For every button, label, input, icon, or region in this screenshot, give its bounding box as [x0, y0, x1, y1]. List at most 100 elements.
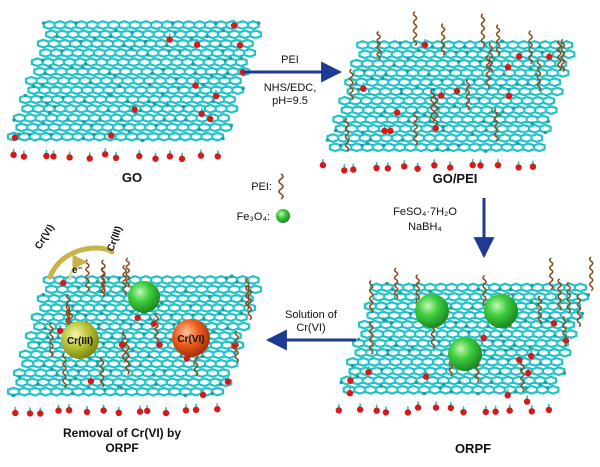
- carbon-atom: [169, 313, 174, 318]
- carbon-atom: [489, 380, 494, 385]
- carbon-atom: [456, 59, 461, 64]
- carbon-atom: [379, 384, 384, 388]
- carbon-atom: [489, 123, 494, 127]
- carbon-atom: [509, 347, 514, 351]
- carbon-atom: [354, 82, 358, 86]
- carbon-atom: [109, 93, 114, 98]
- carbon-atom: [150, 71, 155, 76]
- carbon-atom: [414, 380, 419, 385]
- carbon-atom: [430, 45, 435, 49]
- oxygen-atom: [373, 164, 380, 172]
- carbon-atom: [382, 110, 387, 114]
- carbon-atom: [179, 354, 183, 359]
- oxygen-atom: [182, 407, 190, 414]
- graphene-bonds: [326, 40, 576, 153]
- pei-chain: [537, 295, 543, 325]
- carbon-atom: [498, 287, 502, 292]
- carbon-atom: [126, 337, 130, 342]
- oxygen-atom: [83, 408, 91, 416]
- carbon-atom: [56, 335, 60, 340]
- reduction-arc: [47, 245, 115, 280]
- carbon-atom: [76, 285, 81, 290]
- carbon-atom: [17, 375, 22, 379]
- carbon-atom: [398, 291, 403, 295]
- carbon-atom: [170, 21, 175, 25]
- carbon-atom: [394, 343, 398, 348]
- oxygen-atom: [482, 408, 489, 416]
- oxygen-atom: [394, 109, 401, 116]
- carbon-atom: [114, 28, 118, 33]
- carbon-atom: [70, 391, 75, 396]
- oxygen-atom: [546, 53, 553, 60]
- oxygen-atom: [528, 408, 535, 415]
- oxygen-atom: [447, 404, 454, 412]
- carbon-atom: [431, 87, 436, 92]
- carbon-atom: [218, 43, 223, 48]
- carbon-atom: [191, 62, 195, 66]
- carbon-atom: [81, 136, 86, 141]
- carbon-atom: [106, 276, 111, 280]
- electron-arrow: [68, 254, 88, 281]
- carbon-atom: [49, 132, 53, 137]
- carbon-atom: [225, 326, 230, 331]
- carbon-atom: [37, 341, 41, 346]
- oxygen-atom: [197, 152, 205, 159]
- fe3o4-nanoparticle: [128, 281, 160, 313]
- pei-chain: [125, 257, 130, 288]
- carbon-atom: [122, 123, 126, 128]
- carbon-atom: [464, 324, 469, 329]
- carbon-atom: [162, 369, 167, 373]
- carbon-atom: [350, 363, 355, 368]
- carbon-atom: [200, 354, 205, 359]
- pei-chain: [495, 24, 501, 56]
- carbon-atom: [540, 50, 544, 55]
- carbon-atom: [201, 317, 206, 321]
- carbon-atom: [147, 99, 151, 104]
- carbon-atom: [384, 73, 388, 77]
- carbon-atom: [59, 49, 64, 53]
- carbon-atom: [498, 371, 502, 375]
- oxygen-atom: [166, 153, 174, 160]
- oxygen-atom: [198, 110, 205, 118]
- oxygen-atom: [166, 36, 173, 43]
- carbon-atom: [454, 321, 458, 325]
- orpf-graphene-sheet: [335, 256, 594, 416]
- oxygen-atom: [447, 164, 454, 171]
- carbon-atom: [456, 143, 461, 148]
- carbon-atom: [45, 101, 49, 105]
- carbon-atom: [429, 82, 434, 86]
- oxygen-atom: [387, 127, 394, 135]
- oxygen-atom: [525, 369, 532, 377]
- carbon-atom: [43, 326, 47, 331]
- carbon-atom: [218, 311, 222, 316]
- oxygen-atom: [214, 406, 221, 413]
- cr3-sphere-label: Cr(III): [67, 336, 93, 347]
- carbon-atom: [167, 49, 171, 53]
- carbon-atom: [42, 21, 46, 25]
- carbon-atom: [516, 141, 520, 146]
- carbon-atom: [113, 73, 117, 78]
- carbon-atom: [184, 289, 188, 294]
- carbon-atom: [239, 311, 244, 316]
- carbon-atom: [147, 82, 152, 87]
- carbon-atom: [88, 80, 93, 85]
- go-pei-panel: GO/PEI: [319, 11, 576, 186]
- carbon-atom: [384, 319, 388, 323]
- carbon-atom: [88, 356, 92, 361]
- carbon-atom: [139, 322, 144, 327]
- carbon-atom: [142, 332, 146, 336]
- carbon-atom: [491, 339, 495, 344]
- removal-panel: Cr(III) Cr(VI) Cr(VI) Cr(III) e⁻ Removal…: [7, 223, 263, 455]
- carbon-atom: [356, 337, 361, 342]
- carbon-atom: [482, 119, 486, 124]
- carbon-atom: [68, 378, 72, 383]
- carbon-atom: [406, 119, 411, 124]
- carbon-atom: [543, 130, 547, 135]
- carbon-atom: [211, 99, 216, 104]
- oxygen-atom: [477, 162, 484, 169]
- carbon-atom: [221, 308, 225, 312]
- oxygen-atom: [162, 409, 170, 417]
- carbon-atom: [422, 113, 427, 118]
- carbon-atom: [379, 113, 384, 118]
- pei-chain: [560, 38, 566, 73]
